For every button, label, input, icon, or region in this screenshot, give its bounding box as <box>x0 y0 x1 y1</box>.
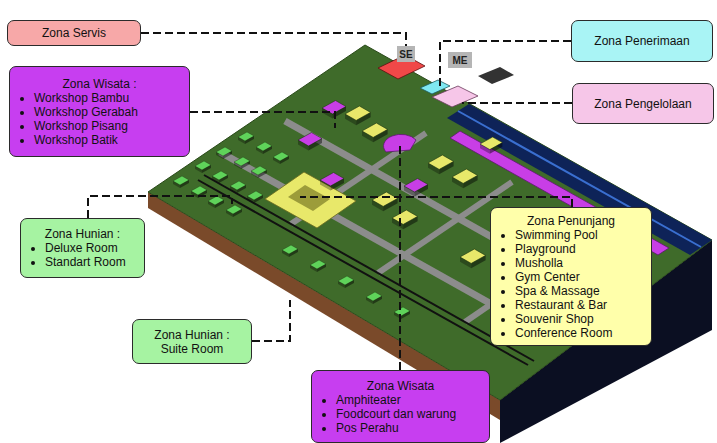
cottage <box>238 132 254 144</box>
building-tag: ME <box>448 52 472 68</box>
rail-line <box>204 175 534 361</box>
leader-line <box>440 41 571 86</box>
facility-item: Conference Room <box>515 326 643 340</box>
cottage <box>251 166 267 178</box>
facility-item: Restaurant & Bar <box>515 298 643 312</box>
support-building <box>428 155 454 174</box>
zone-callout: Zona Servis <box>7 20 141 46</box>
workshop-building <box>298 133 322 151</box>
leader-line <box>252 300 290 341</box>
support-building <box>362 123 388 142</box>
facility-item: Standart Room <box>45 255 136 269</box>
facility-item: Workshop Gerabah <box>34 105 181 119</box>
zone-heading: Zona Servis <box>16 26 132 40</box>
building-tag: SE <box>397 46 415 62</box>
support-building <box>372 192 398 211</box>
zone-callout: Zona Pengelolaan <box>572 83 714 124</box>
leader-line <box>399 142 401 370</box>
suite-cottage <box>394 307 410 319</box>
cottage <box>212 171 228 183</box>
support-building <box>392 210 418 229</box>
facility-item: Workshop Bambu <box>34 91 181 105</box>
workshop-building <box>320 173 344 191</box>
facility-list: Swimming PoolPlaygroundMushollaGym Cente… <box>499 228 643 340</box>
cottage <box>195 161 211 173</box>
suite-cottage <box>366 292 382 304</box>
facility-list: AmphiteaterFoodcourt dan warungPos Perah… <box>320 393 481 435</box>
zone-heading: Zona Pengelolaan <box>581 97 705 111</box>
cottage <box>273 152 289 164</box>
zone-callout: Zona PenunjangSwimming PoolPlaygroundMus… <box>490 207 652 346</box>
cottage <box>226 205 242 217</box>
suite-cottage <box>310 260 326 272</box>
zone-callout: Zona WisataAmphiteaterFoodcourt dan waru… <box>311 370 490 443</box>
facility-item: Pos Perahu <box>336 421 481 435</box>
cottage <box>230 181 246 193</box>
zone-heading: Zona Wisata : <box>18 77 181 91</box>
zone-heading: Zona Hunian : <box>29 227 136 241</box>
facility-item: Musholla <box>515 256 643 270</box>
leader-line <box>300 197 572 207</box>
cottage <box>234 157 250 169</box>
facility-item: Workshop Batik <box>34 133 181 147</box>
zone-callout: Zona Penerimaan <box>571 20 713 62</box>
facility-item: Amphiteater <box>336 393 481 407</box>
zone-heading: Zona Hunian : <box>141 328 243 342</box>
suite-cottage <box>338 276 354 288</box>
facility-item: Souvenir Shop <box>515 312 643 326</box>
zone-callout: Zona Hunian :Suite Room <box>132 319 252 364</box>
support-building <box>452 169 478 188</box>
support-building <box>460 249 486 268</box>
tag-label: SE <box>399 48 412 61</box>
facility-item: Playground <box>515 242 643 256</box>
facility-item: Swimming Pool <box>515 228 643 242</box>
facility-list: Workshop BambuWorkshop GerabahWorkshop P… <box>18 91 181 147</box>
pool-complex <box>265 172 356 228</box>
cottage <box>173 176 189 188</box>
zone-callout: Zona Wisata :Workshop BambuWorkshop Gera… <box>9 66 190 157</box>
facility-item: Workshop Pisang <box>34 119 181 133</box>
zone-heading: Zona Penunjang <box>499 214 643 228</box>
zone-heading: Zona Penerimaan <box>580 34 704 48</box>
support-building <box>480 137 502 154</box>
leader-line <box>88 196 232 218</box>
leader-line <box>141 33 406 46</box>
zone-heading: Zona Wisata <box>320 379 481 393</box>
cottage <box>216 147 232 159</box>
facility-item: Foodcourt dan warung <box>336 407 481 421</box>
facility-item: Gym Center <box>515 270 643 284</box>
leader-line <box>190 112 335 128</box>
facility-item: Deluxe Room <box>45 241 136 255</box>
cottage <box>208 196 224 208</box>
tag-label: ME <box>453 54 468 67</box>
zone-callout: Zona Hunian :Deluxe RoomStandart Room <box>20 218 145 278</box>
support-building <box>345 106 371 125</box>
me-building <box>478 67 514 84</box>
suite-cottage <box>282 245 298 257</box>
facility-list: Deluxe RoomStandart Room <box>29 241 136 269</box>
cottage <box>256 142 272 154</box>
zone-item: Suite Room <box>141 342 243 356</box>
facility-item: Spa & Massage <box>515 284 643 298</box>
workshop-building <box>404 179 428 197</box>
cottage <box>247 191 263 203</box>
leader-line <box>462 102 572 104</box>
